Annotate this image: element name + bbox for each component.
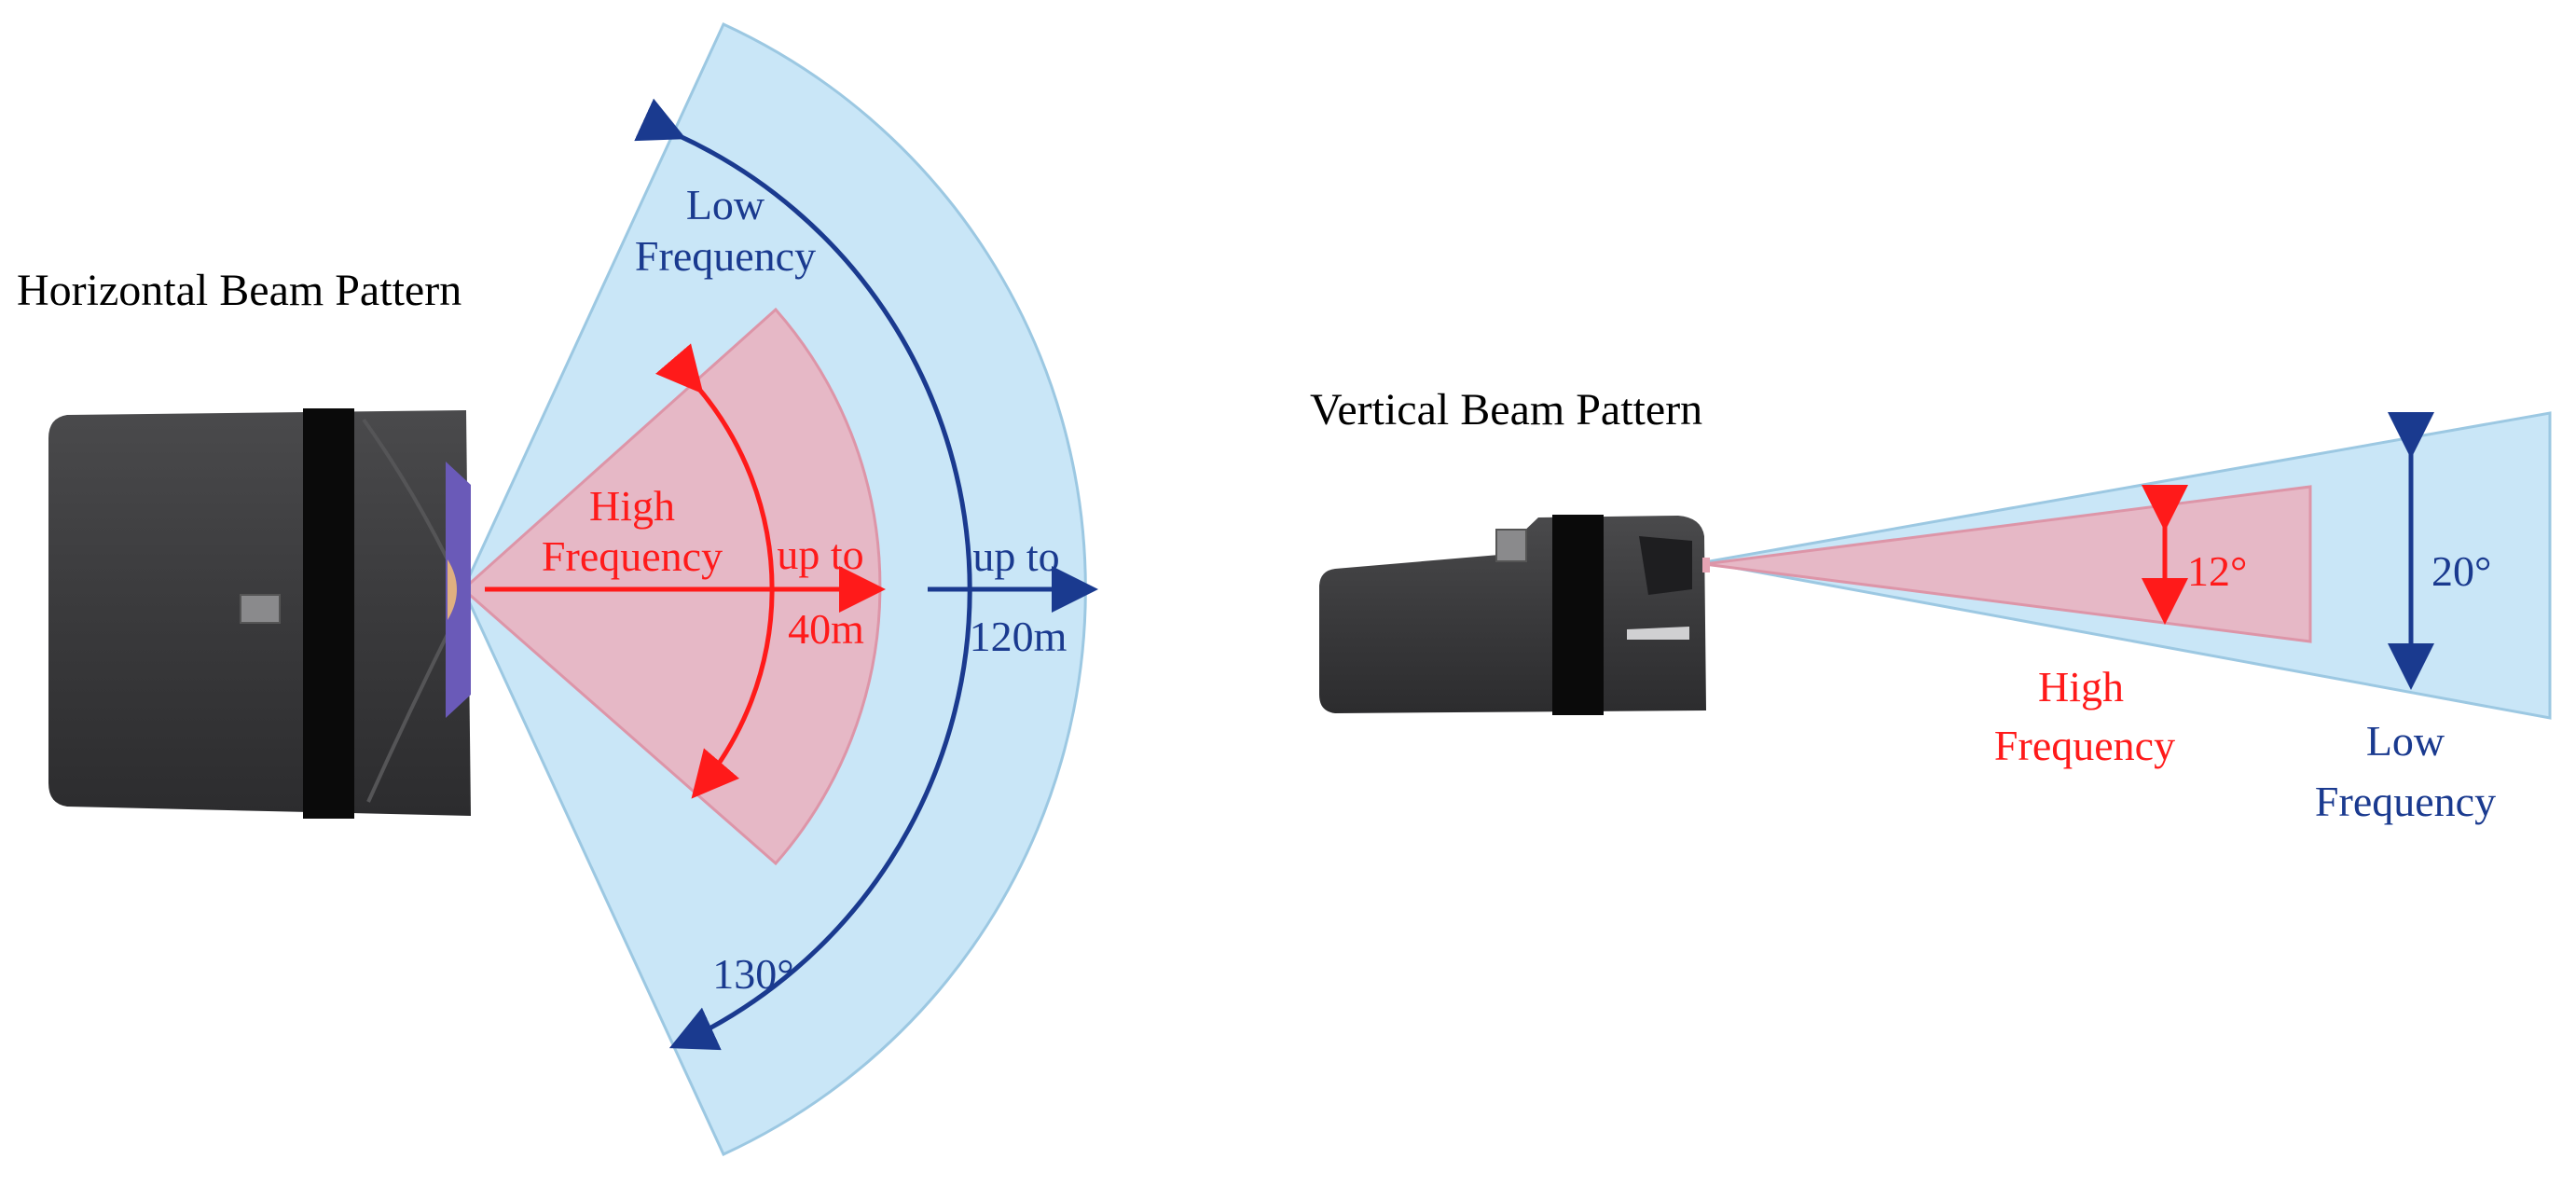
vertical-high-angle-label: 12°: [2187, 547, 2247, 595]
vertical-high-label-line1: High: [2038, 663, 2124, 710]
horizontal-angle-label: 130°: [712, 950, 793, 998]
vertical-low-label-line2: Frequency: [2315, 778, 2496, 825]
vertical-title: Vertical Beam Pattern: [1310, 385, 1702, 434]
horizontal-low-range-line1: up to: [972, 532, 1059, 580]
horizontal-low-label-line1: Low: [686, 181, 765, 228]
vertical-high-label-line2: Frequency: [1994, 722, 2175, 769]
horizontal-device: [48, 408, 471, 819]
horizontal-high-range-line2: 40m: [788, 605, 864, 653]
horizontal-high-range-line1: up to: [777, 531, 863, 578]
horizontal-high-label-line1: High: [589, 482, 675, 530]
vertical-low-label-line1: Low: [2366, 717, 2445, 765]
vertical-device: [1319, 515, 1710, 715]
horizontal-high-label-line2: Frequency: [542, 532, 723, 580]
vertical-low-angle-label: 20°: [2431, 547, 2491, 595]
horizontal-low-label-line2: Frequency: [635, 232, 816, 280]
horizontal-title: Horizontal Beam Pattern: [17, 266, 461, 315]
horizontal-low-range-line2: 120m: [970, 613, 1068, 660]
